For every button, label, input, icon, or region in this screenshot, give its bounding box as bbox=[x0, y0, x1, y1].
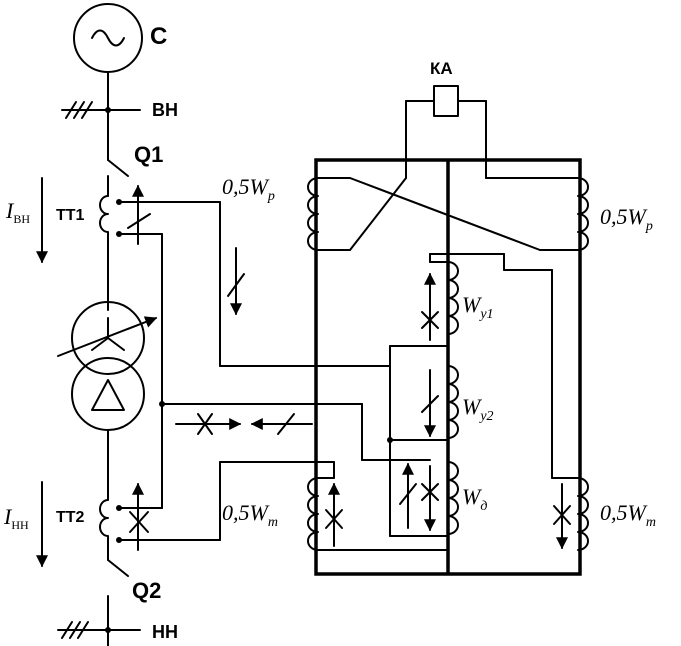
tt2-coil bbox=[99, 475, 109, 561]
i-lv-label: IНН bbox=[3, 504, 29, 532]
tt1-coil bbox=[99, 195, 109, 311]
winding-wp-left bbox=[307, 177, 319, 251]
i-hv-label: IВН bbox=[5, 198, 30, 226]
power-transformer bbox=[57, 301, 158, 431]
lv-bus-symbol bbox=[57, 621, 141, 639]
winding-wy1 bbox=[447, 261, 459, 335]
ka-relay bbox=[433, 85, 459, 117]
winding-wp-right bbox=[577, 177, 589, 251]
wp-left-label: 0,5Wр bbox=[222, 174, 275, 204]
wd-label: Wд bbox=[462, 484, 487, 514]
wt-right-label: 0,5Wт bbox=[600, 500, 656, 530]
source-label: C bbox=[150, 23, 167, 50]
winding-wt-left bbox=[307, 477, 319, 551]
q2-breaker bbox=[107, 559, 129, 577]
q1-label: Q1 bbox=[134, 142, 163, 167]
q2-label: Q2 bbox=[132, 578, 161, 603]
wy1-label: Wу1 bbox=[462, 292, 494, 322]
tt2-label: ТТ2 bbox=[56, 509, 85, 526]
wp-right-label: 0,5Wр bbox=[600, 204, 653, 234]
wt-left-label: 0,5Wт bbox=[222, 500, 278, 530]
winding-wy2 bbox=[447, 365, 459, 439]
hv-bus-label: ВН bbox=[152, 100, 178, 120]
ka-label: КА bbox=[430, 59, 453, 78]
wy2-label: Wу2 bbox=[462, 394, 494, 424]
lv-bus-label: НН bbox=[152, 622, 178, 642]
winding-wd bbox=[447, 461, 459, 535]
generator-source bbox=[73, 3, 143, 73]
tt1-label: ТТ1 bbox=[56, 207, 85, 224]
q1-breaker bbox=[107, 159, 129, 177]
hv-bus-symbol bbox=[61, 101, 141, 119]
winding-wt-right bbox=[577, 477, 589, 551]
